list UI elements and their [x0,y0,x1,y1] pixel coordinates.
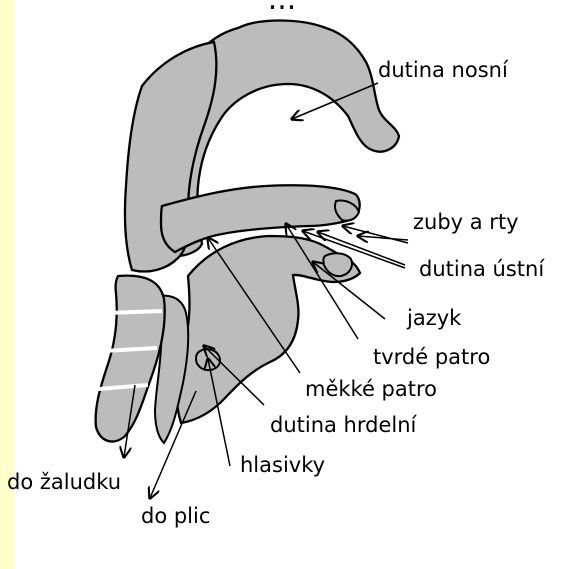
label-jazyk: jazyk [407,306,461,330]
label-dutina-nosni: dutina nosní [378,58,508,82]
label-mekke-patro: měkké patro [305,377,437,401]
label-dutina-hrdelni: dutina hrdelní [270,413,416,437]
arrow-zuby-a-rty-2 [343,226,408,243]
label-do-zaludku: do žaludku [7,470,121,494]
label-hlasivky: hlasivky [240,453,325,477]
label-do-plic: do plic [141,504,210,528]
label-tvrde-patro: tvrdé patro [373,345,490,369]
label-zuby-a-rty: zuby a rty [413,210,519,234]
label-dutina-ustni: dutina ústní [419,257,544,281]
